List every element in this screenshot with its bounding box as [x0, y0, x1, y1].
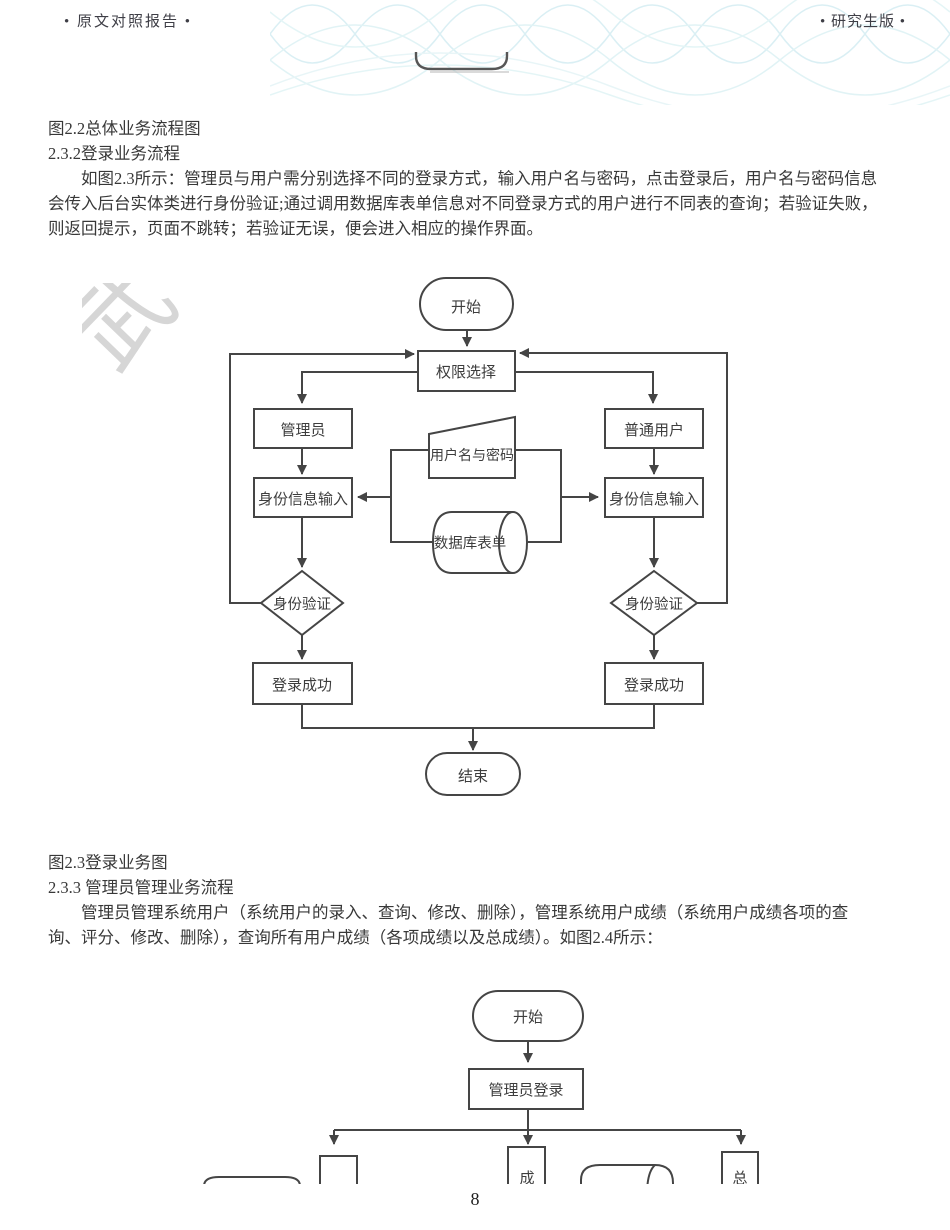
header-left: • 原文对照报告 •	[64, 14, 193, 30]
flow1-database-cylinder-cap	[498, 511, 528, 574]
flow2-partial-center-label: 成	[519, 1170, 534, 1187]
flow1-verify-diamond-left	[259, 569, 345, 637]
flow2-admin-login-box	[468, 1068, 584, 1110]
flow1-user-box	[604, 408, 704, 449]
flow1-success-right-label: 登录成功	[624, 677, 684, 694]
flow2-group: 开始 管理员登录 成 总	[203, 990, 759, 1187]
flow2-start-label: 开始	[513, 1009, 543, 1026]
paragraph1-line1: 如图2.3所示：管理员与用户需分别选择不同的登录方式，输入用户名与密码，点击登录…	[48, 169, 878, 188]
flow1-database-label: 数据库表单	[434, 535, 507, 552]
flow1-end-label: 结束	[458, 768, 488, 785]
page-number: 8	[470, 1189, 480, 1209]
flow2-partial-box-right	[721, 1151, 759, 1184]
flow1-credentials-label: 用户名与密码	[430, 447, 514, 464]
flow1-end-terminator	[425, 752, 521, 796]
flow1-input-left-label: 身份信息输入	[258, 491, 348, 508]
flow2-nodes	[203, 990, 759, 1184]
flow1-arrow-permission-admin	[297, 371, 418, 404]
flow1-success-box-left	[252, 662, 353, 705]
caption-fig-2-3: 图2.3登录业务图	[48, 853, 168, 872]
flow1-input-box-left	[253, 477, 353, 518]
paragraph1-line3: 则返回提示，页面不跳转；若验证无误，便会进入相应的操作界面。	[48, 219, 543, 238]
flow1-permission-label: 权限选择	[436, 364, 496, 381]
paragraph1-line2: 会传入后台实体类进行身份验证;通过调用数据库表单信息对不同登录方式的用户进行不同…	[48, 194, 878, 213]
flow1-arrow-permission-user	[515, 371, 658, 404]
flow2-partial-right-label: 总	[732, 1170, 747, 1187]
flow1-start-terminator	[419, 277, 514, 331]
flow1-success-box-right	[604, 662, 704, 705]
flow1-admin-label: 管理员	[280, 422, 325, 439]
flow2-partial-box-center	[507, 1146, 546, 1184]
section-2-3-3-title: 2.3.3 管理员管理业务流程	[48, 878, 234, 897]
flow2-partial-cylinder-mid-cap	[646, 1164, 656, 1184]
flow1-input-box-right	[604, 477, 704, 518]
flow1-join-line	[301, 704, 655, 729]
flow1-bus-left	[390, 449, 433, 543]
paragraph2-line2: 询、评分、修改、删除），查询所有用户成绩（各项成绩以及总成绩）。如图2.4所示：	[48, 928, 663, 947]
section-2-3-2-title: 2.3.2登录业务流程	[48, 144, 180, 163]
flow2-start-terminator	[472, 990, 584, 1042]
flow1-connectors	[229, 330, 728, 751]
flow2-partial-box-left	[319, 1155, 358, 1184]
flow1-verify-left-label: 身份验证	[273, 596, 331, 613]
flow1-admin-box	[253, 408, 353, 449]
flow1-database-cylinder-body	[431, 511, 513, 574]
flow1-verify-diamond-right	[609, 569, 699, 637]
flow1-permission-box	[417, 350, 516, 392]
flow2-admin-login-label: 管理员登录	[488, 1082, 563, 1099]
flow1-start-label: 开始	[451, 299, 481, 316]
flow1-labels: 开始 权限选择 管理员 普通用户 用户名与密码 身份信息输入 身份信息输入 数据…	[258, 299, 699, 785]
paragraph2-line1: 管理员管理系统用户（系统用户的录入、查询、修改、删除），管理系统用户成绩（系统用…	[48, 903, 849, 922]
previous-figure-terminator-fragment	[414, 52, 509, 73]
flow1-success-left-label: 登录成功	[272, 677, 332, 694]
flow1-credentials-card	[428, 415, 516, 479]
flow1-loop-right	[519, 348, 728, 604]
flow1-input-right-label: 身份信息输入	[609, 491, 699, 508]
caption-fig-2-2: 图2.2总体业务流程图	[48, 119, 201, 138]
flow1-nodes	[252, 277, 704, 796]
flow1-verify-right-label: 身份验证	[625, 596, 683, 613]
flow2-connectors	[329, 1041, 746, 1145]
flow1-loop-left	[229, 349, 415, 604]
flow2-labels: 开始 管理员登录 成 总	[488, 1009, 747, 1187]
flow2-partial-cylinder-left	[203, 1176, 301, 1184]
flow1-user-label: 普通用户	[624, 422, 684, 439]
header-right: • 研究生版 •	[819, 14, 906, 30]
